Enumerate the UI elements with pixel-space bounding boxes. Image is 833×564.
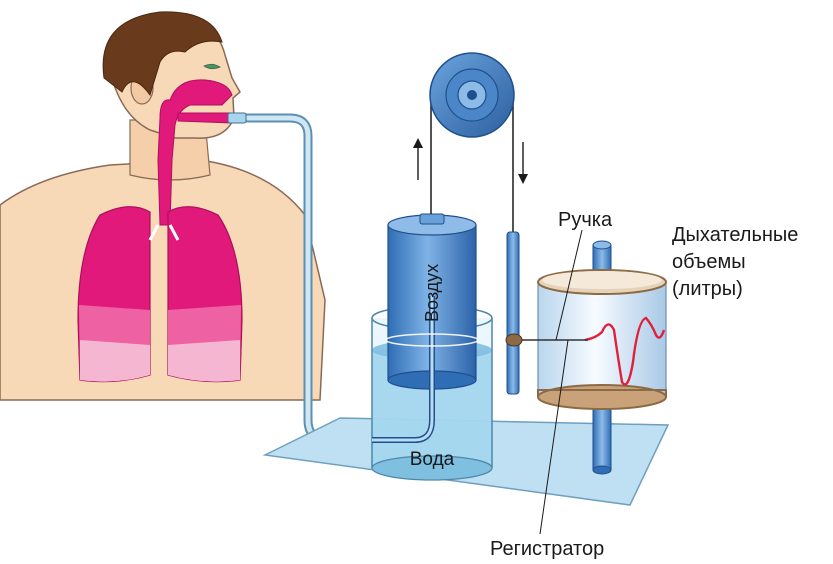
bell-cap — [420, 214, 444, 224]
mouthpiece — [228, 113, 246, 123]
down-arrow-icon — [518, 142, 528, 184]
mouth-airway — [178, 113, 232, 123]
water-label: Вода — [410, 449, 455, 470]
person — [0, 12, 325, 400]
recorder-label: Регистратор — [490, 538, 604, 560]
left-lung-bottom — [80, 340, 150, 382]
volumes-label-line1: Дыхательные — [672, 224, 798, 246]
air-label: Воздух — [422, 264, 442, 322]
pen-label: Ручка — [558, 209, 613, 231]
drum-bottom-rim — [538, 385, 666, 409]
counterweight — [507, 232, 519, 394]
up-arrow-icon — [413, 138, 423, 180]
volumes-label-line3: (литры) — [672, 278, 743, 300]
right-lung-bottom — [168, 340, 240, 382]
volumes-label-line2: объемы — [672, 251, 746, 273]
